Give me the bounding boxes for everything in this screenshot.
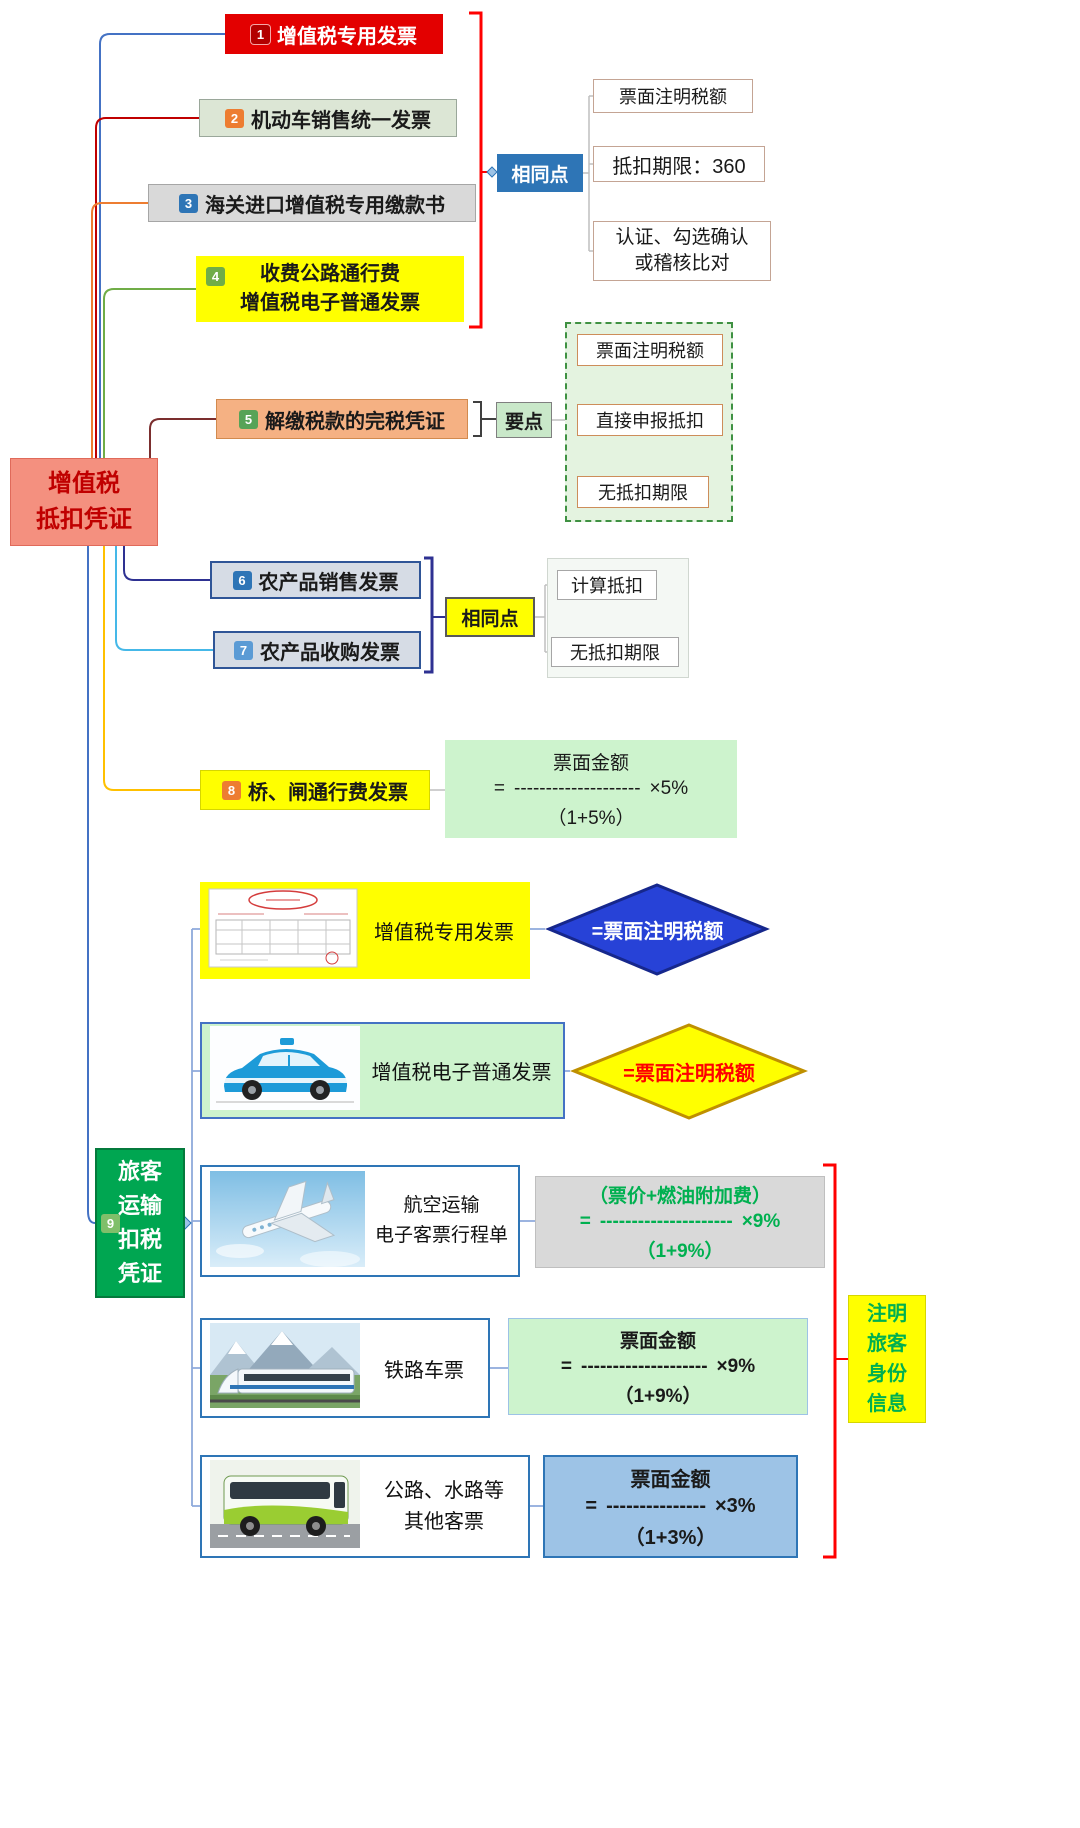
same-point-item-deduction-period[interactable]: 抵扣期限：360 <box>593 146 765 182</box>
formula-numerator: （票价+燃油附加费） <box>588 1186 772 1207</box>
priority-5-icon: 5 <box>239 409 258 429</box>
bus-image <box>210 1460 360 1553</box>
formula-numerator: 票面金额 <box>552 753 629 774</box>
taxi-image <box>210 1026 360 1115</box>
node-toll-road-electronic-invoice[interactable]: 4 收费公路通行费 增值税电子普通发票 <box>196 256 464 322</box>
passenger-item-label: 铁路车票 <box>384 1359 464 1382</box>
priority-9-icon: 9 <box>101 1214 120 1233</box>
item-label: 无抵扣期限 <box>570 643 660 663</box>
item-label: 票面注明税额 <box>619 87 727 107</box>
key-point-item-tax-amount[interactable]: 票面注明税额 <box>577 334 723 366</box>
formula-rate: ×5% <box>649 778 689 799</box>
node-label: 桥、闸通行费发票 <box>248 781 408 804</box>
node-label: 机动车销售统一发票 <box>251 109 431 132</box>
formula-rate: ×9% <box>741 1211 781 1232</box>
result-text: =票面注明税额 <box>591 921 724 943</box>
node-motor-vehicle-invoice[interactable]: 2 机动车销售统一发票 <box>199 99 457 137</box>
item-label: 票面注明税额 <box>596 341 704 361</box>
formula-denominator: （1+5%） <box>547 808 635 829</box>
air-transport-formula[interactable]: （票价+燃油附加费） = --------------------- ×9% （… <box>535 1176 825 1268</box>
node-label: 解缴税款的完税凭证 <box>265 410 445 433</box>
node-label: 农产品销售发票 <box>258 571 399 594</box>
formula-equals: = <box>560 1355 572 1377</box>
node-passenger-transport-voucher[interactable]: 9 旅客 运输 扣税 凭证 <box>95 1148 185 1298</box>
same-points-header-2[interactable]: 相同点 <box>445 597 535 637</box>
node-tax-payment-certificate[interactable]: 5 解缴税款的完税凭证 <box>216 399 468 439</box>
priority-2-icon: 2 <box>225 108 244 128</box>
priority-6-icon: 6 <box>232 570 252 590</box>
item-label: 抵扣期限：360 <box>612 155 746 178</box>
item-label: 无抵扣期限 <box>598 483 688 503</box>
passenger-item-label: 航空运输 电子客票行程单 <box>374 1195 508 1246</box>
airplane-image <box>210 1170 365 1272</box>
same-point-item-verification[interactable]: 认证、勾选确认 或稽核比对 <box>593 221 771 281</box>
node-label: 海关进口增值税专用缴款书 <box>205 194 445 217</box>
formula-fraction-line: -------------------- <box>581 1355 708 1377</box>
formula-equals: = <box>579 1211 591 1232</box>
same-points-header-1[interactable]: 相同点 <box>497 154 583 192</box>
priority-4-icon: 4 <box>206 267 225 286</box>
formula-fraction-line: --------------- <box>606 1495 706 1517</box>
passenger-item-road-waterway[interactable]: 公路、水路等 其他客票 <box>200 1455 530 1558</box>
item-label: 计算抵扣 <box>571 576 643 596</box>
bridge-toll-formula[interactable]: 票面金额 = -------------------- ×5% （1+5%） <box>445 740 737 838</box>
key-point-item-direct-declare[interactable]: 直接申报抵扣 <box>577 404 723 436</box>
node-customs-import-payment-certificate[interactable]: 3 海关进口增值税专用缴款书 <box>148 184 476 222</box>
diamond-shape-yellow <box>570 1023 808 1120</box>
railway-formula[interactable]: 票面金额 = -------------------- ×9% （1+9%） <box>508 1318 808 1415</box>
formula-denominator: （1+9%） <box>636 1241 724 1262</box>
priority-3-icon: 3 <box>179 193 198 213</box>
passenger-item-label: 增值税电子普通发票 <box>371 1062 552 1084</box>
node-label: 收费公路通行费 增值税电子普通发票 <box>240 263 420 314</box>
priority-1-icon: 1 <box>251 24 270 44</box>
formula-equals: = <box>493 778 505 799</box>
item-label: 认证、勾选确认 或稽核比对 <box>615 227 749 274</box>
result-text: =票面注明税额 <box>623 1063 755 1085</box>
priority-7-icon: 7 <box>234 640 253 660</box>
key-point-item-no-deadline[interactable]: 无抵扣期限 <box>577 476 709 508</box>
root-label: 增值税 抵扣凭证 <box>36 470 132 533</box>
header-label: 相同点 <box>511 164 569 186</box>
result-diamond-special-invoice[interactable]: =票面注明税额 <box>545 882 770 977</box>
formula-equals: = <box>585 1495 598 1517</box>
same-point-item-no-deadline[interactable]: 无抵扣期限 <box>551 637 679 667</box>
passenger-identity-note[interactable]: 注明 旅客 身份 信息 <box>848 1295 926 1423</box>
same-point-item-tax-amount[interactable]: 票面注明税额 <box>593 79 753 113</box>
passenger-item-air-transport[interactable]: 航空运输 电子客票行程单 <box>200 1165 520 1277</box>
node-bridge-gate-toll-invoice[interactable]: 8 桥、闸通行费发票 <box>200 770 430 810</box>
header-label: 相同点 <box>461 608 519 630</box>
passenger-item-railway[interactable]: 铁路车票 <box>200 1318 490 1418</box>
node-special-vat-invoice[interactable]: 1 增值税专用发票 <box>225 14 443 54</box>
priority-8-icon: 8 <box>222 780 241 800</box>
formula-rate: ×9% <box>716 1355 756 1377</box>
formula-rate: ×3% <box>715 1495 756 1517</box>
node-agri-purchase-invoice[interactable]: 7 农产品收购发票 <box>213 631 421 669</box>
node-label: 农产品收购发票 <box>260 641 400 664</box>
passenger-item-label: 增值税专用发票 <box>374 922 514 944</box>
invoice-image <box>208 888 358 973</box>
same-point-item-calc-deduction[interactable]: 计算抵扣 <box>557 570 657 600</box>
formula-fraction-line: --------------------- <box>599 1211 733 1232</box>
diamond-shape-blue <box>545 883 770 976</box>
node-agri-sales-invoice[interactable]: 6 农产品销售发票 <box>210 561 421 599</box>
road-waterway-formula[interactable]: 票面金额 = --------------- ×3% （1+3%） <box>543 1455 798 1558</box>
formula-denominator: （1+3%） <box>624 1527 717 1549</box>
passenger-item-label: 公路、水路等 其他客票 <box>384 1479 504 1533</box>
key-points-header[interactable]: 要点 <box>496 402 552 438</box>
item-label: 直接申报抵扣 <box>596 411 704 431</box>
root-node-vat-deduction-voucher[interactable]: 增值税 抵扣凭证 <box>10 458 158 546</box>
formula-numerator: 票面金额 <box>619 1330 696 1352</box>
formula-denominator: （1+9%） <box>614 1385 702 1407</box>
header-label: 要点 <box>504 411 543 433</box>
node-label: 旅客 运输 扣税 凭证 <box>117 1159 162 1286</box>
node-label: 增值税专用发票 <box>277 25 417 48</box>
formula-fraction-line: -------------------- <box>514 778 641 799</box>
formula-numerator: 票面金额 <box>630 1469 711 1491</box>
passenger-item-special-invoice[interactable]: 增值税专用发票 <box>200 882 530 979</box>
passenger-item-electronic-invoice[interactable]: 增值税电子普通发票 <box>200 1022 565 1119</box>
note-label: 注明 旅客 身份 信息 <box>867 1303 907 1415</box>
train-image <box>210 1323 360 1413</box>
result-diamond-electronic-invoice[interactable]: =票面注明税额 <box>570 1022 808 1121</box>
